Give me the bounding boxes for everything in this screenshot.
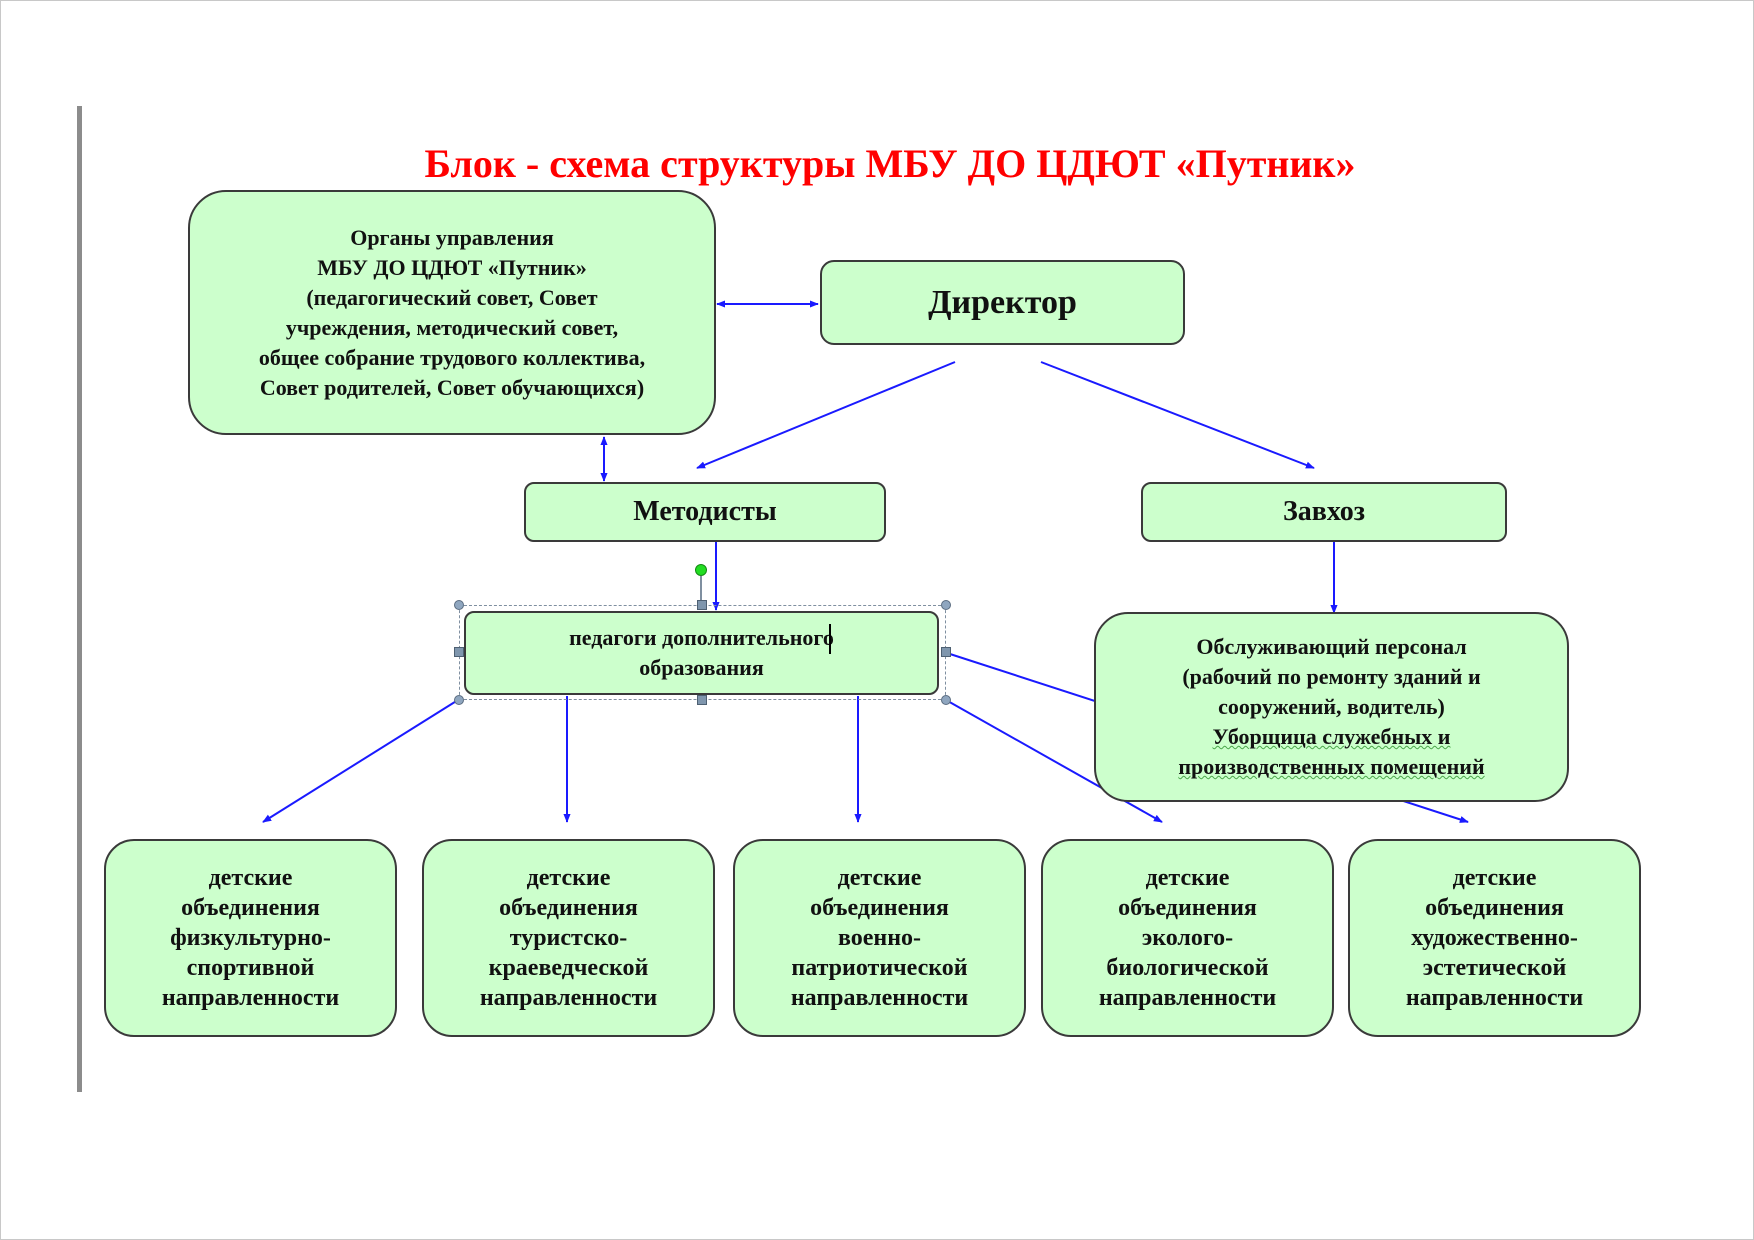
union-box-military[interactable]: детские объединения военно- патриотическ… [733, 839, 1026, 1037]
union-box-arts[interactable]: детские объединения художественно- эстет… [1348, 839, 1641, 1037]
governance-bodies-text: Органы управления МБУ ДО ЦДЮТ «Путник» (… [258, 224, 646, 400]
service-staff-line-3: сооружений, водитель) [1218, 694, 1445, 719]
union-label-ecology: детские объединения эколого- биологическ… [1098, 865, 1277, 1011]
resize-handle-bottom-right[interactable] [941, 695, 951, 705]
service-staff-line-4: Уборщица служебных и [1212, 724, 1451, 749]
resize-handle-left[interactable] [454, 647, 464, 657]
zavhoz-label: Завхоз [1282, 496, 1366, 527]
teachers-label: педагоги дополнительного образования [569, 625, 834, 680]
resize-handle-top[interactable] [697, 600, 707, 610]
director-box[interactable]: Директор [820, 260, 1185, 345]
director-label: Директор [928, 283, 1077, 321]
union-box-tourism[interactable]: детские объединения туристско- краеведче… [422, 839, 715, 1037]
union-box-sports[interactable]: детские объединения физкультурно- спорти… [104, 839, 397, 1037]
service-staff-line-1: Обслуживающий персонал [1196, 634, 1467, 659]
resize-handle-right[interactable] [941, 647, 951, 657]
resize-handle-bottom[interactable] [697, 695, 707, 705]
zavhoz-box[interactable]: Завхоз [1141, 482, 1507, 542]
union-label-arts: детские объединения художественно- эстет… [1405, 865, 1584, 1011]
rotate-handle[interactable] [695, 564, 707, 576]
rotation-stem [700, 576, 702, 606]
resize-handle-top-left[interactable] [454, 600, 464, 610]
governance-bodies-box[interactable]: Органы управления МБУ ДО ЦДЮТ «Путник» (… [188, 190, 716, 435]
union-label-tourism: детские объединения туристско- краеведче… [479, 865, 658, 1011]
arrow-director-zavhoz [1040, 361, 1315, 469]
arrow-teachers-union-1 [262, 699, 459, 823]
union-box-ecology[interactable]: детские объединения эколого- биологическ… [1041, 839, 1334, 1037]
service-staff-line-2: (рабочий по ремонту зданий и [1182, 664, 1481, 689]
resize-handle-bottom-left[interactable] [454, 695, 464, 705]
resize-handle-top-right[interactable] [941, 600, 951, 610]
service-staff-line-5: производственных помещений [1178, 754, 1485, 779]
methodists-box[interactable]: Методисты [524, 482, 886, 542]
union-label-sports: детские объединения физкультурно- спорти… [161, 865, 340, 1011]
text-cursor [829, 624, 831, 654]
diagram-title: Блок - схема структуры МБУ ДО ЦДЮТ «Путн… [424, 141, 1356, 186]
page-margin-rule [77, 106, 82, 1092]
service-staff-box[interactable]: Обслуживающий персонал (рабочий по ремон… [1094, 612, 1569, 802]
methodists-label: Методисты [633, 496, 777, 527]
selection-frame [459, 605, 946, 700]
arrow-director-methodists [696, 361, 956, 469]
teachers-box[interactable]: педагоги дополнительного образования [464, 611, 939, 695]
union-label-military: детские объединения военно- патриотическ… [790, 865, 969, 1011]
